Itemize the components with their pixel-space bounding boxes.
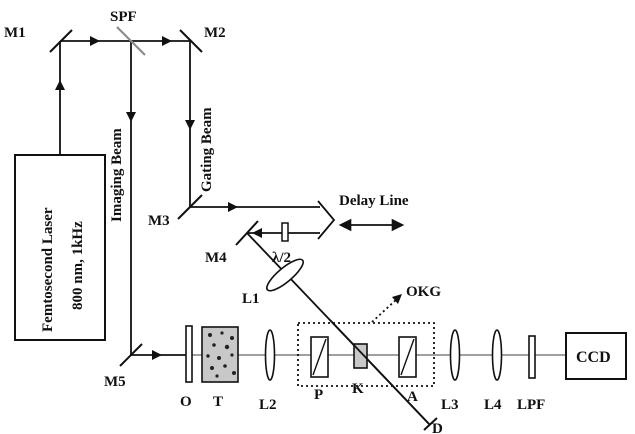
spf-filter xyxy=(116,26,146,56)
target-particles xyxy=(206,331,236,378)
label-half-wave: λ/2 xyxy=(272,250,291,266)
label-lpf: LPF xyxy=(517,397,545,413)
label-okg: OKG xyxy=(406,284,441,300)
beam-arrows xyxy=(55,36,262,360)
label-m4: M4 xyxy=(205,250,227,266)
mirror-m1 xyxy=(49,29,73,53)
lens-l4 xyxy=(491,329,503,381)
lens-l1 xyxy=(266,258,304,292)
gating-diagonal-overlay xyxy=(329,319,431,426)
label-l4: L4 xyxy=(484,397,502,413)
half-wave-plate xyxy=(281,222,289,242)
mirror-m2 xyxy=(179,29,203,53)
retro-reflector xyxy=(317,200,336,240)
component-o xyxy=(185,325,193,383)
label-p: P xyxy=(314,387,323,403)
label-k: K xyxy=(352,381,364,397)
label-ccd: CCD xyxy=(576,349,611,366)
arrow-up xyxy=(55,80,65,90)
label-o: O xyxy=(180,394,192,410)
lens-l2 xyxy=(264,329,276,381)
label-laser-line2: 800 nm, 1kHz xyxy=(70,221,86,310)
arrow-right-2 xyxy=(162,36,172,46)
okg-pointer-arrow xyxy=(392,294,402,304)
arrow-right-1 xyxy=(90,36,100,46)
mirror-m4 xyxy=(235,220,259,246)
arrow-right-m5 xyxy=(152,350,162,360)
label-m3: M3 xyxy=(148,213,170,229)
okg-box xyxy=(297,322,435,387)
label-t: T xyxy=(213,394,223,410)
label-l1: L1 xyxy=(242,291,260,307)
label-l2: L2 xyxy=(259,397,277,413)
lens-l3 xyxy=(449,329,461,381)
labels: M1 SPF M2 M3 M4 M5 Gating Beam Imaging B… xyxy=(4,9,611,434)
label-delay-line: Delay Line xyxy=(339,193,409,209)
mirror-m5 xyxy=(119,343,143,367)
label-m2: M2 xyxy=(204,25,226,41)
lpf-filter xyxy=(528,335,536,379)
label-imaging-beam: Imaging Beam xyxy=(109,128,125,222)
label-a: A xyxy=(407,389,418,405)
ccd-box xyxy=(565,332,627,380)
label-gating-beam: Gating Beam xyxy=(199,107,215,192)
mirrors xyxy=(49,29,259,367)
laser-box xyxy=(14,154,106,341)
arrow-right-m3 xyxy=(228,202,238,212)
label-l3: L3 xyxy=(441,397,459,413)
label-m1: M1 xyxy=(4,25,26,41)
arrow-down-gating xyxy=(185,120,195,130)
arrow-down-imaging xyxy=(126,112,136,122)
beam-dump-d xyxy=(423,417,438,431)
label-laser-line1: Femtosecond Laser xyxy=(40,207,56,332)
arrow-left-return xyxy=(252,228,262,238)
kerr-medium-k xyxy=(353,343,368,369)
label-spf: SPF xyxy=(110,9,137,25)
label-m5: M5 xyxy=(104,374,126,390)
mirror-m3 xyxy=(177,194,203,220)
label-d: D xyxy=(432,421,443,434)
